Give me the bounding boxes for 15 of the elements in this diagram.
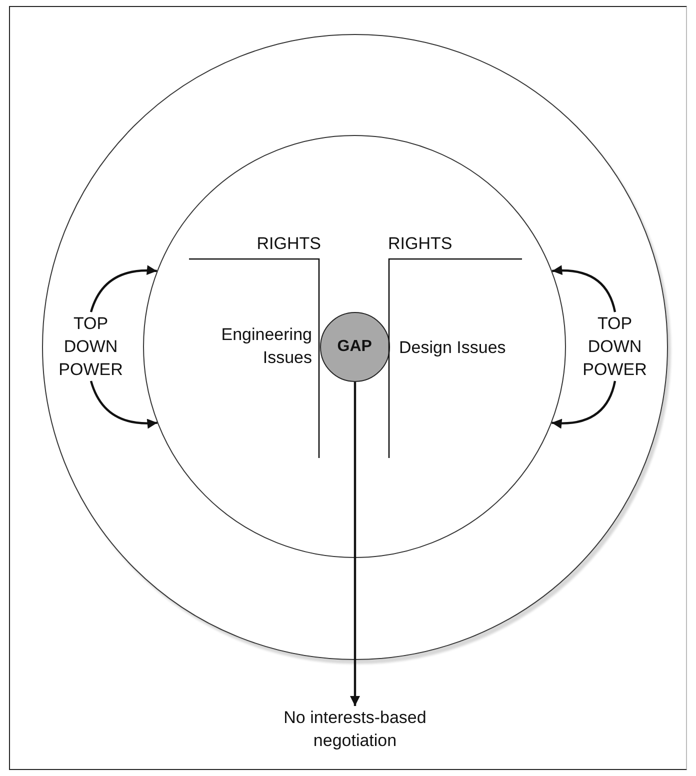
issue-label: Engineering Issues — [220, 324, 312, 369]
gap-circle: GAP — [320, 312, 390, 382]
curved-arrow — [90, 380, 158, 428]
inner-circle — [142, 134, 566, 558]
curved-arrow — [552, 265, 616, 312]
issue-label: Design Issues — [399, 337, 507, 359]
curved-arrow — [90, 265, 157, 312]
curved-arrow — [552, 380, 616, 428]
power-label: TOP DOWN POWER — [572, 312, 658, 381]
outer-circle — [42, 34, 668, 660]
arrow — [350, 382, 360, 706]
rights-label: RIGHTS — [388, 233, 454, 255]
outcome-label: No interests-based negotiation — [250, 706, 460, 752]
power-label: TOP DOWN POWER — [48, 312, 134, 381]
rights-label: RIGHTS — [256, 233, 321, 255]
